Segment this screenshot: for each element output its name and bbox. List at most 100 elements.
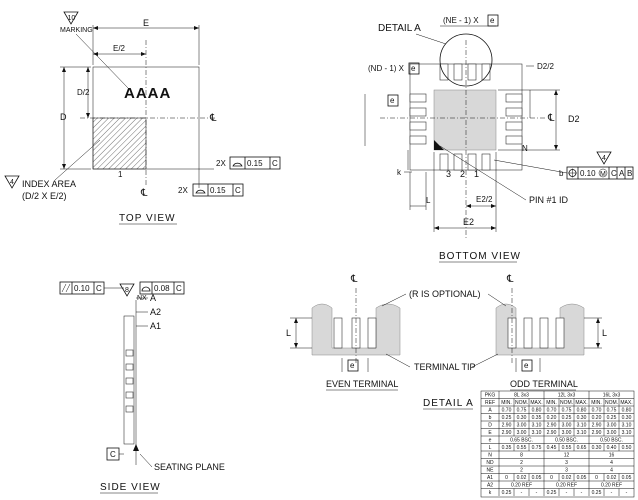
table-cell: 0.50 [622,445,632,451]
table-cell: 0.50 BSC. [555,438,578,444]
d2-label: D2 [568,114,580,124]
table-cell: 2.90 [592,430,602,436]
marking-note-num: 10 [68,15,76,22]
table-cell: 16 [609,453,615,459]
table-cell: - [566,490,568,496]
dim-e-label: E [143,18,149,28]
table-subheader: MAX. [530,400,542,406]
table-cell: 3.10 [622,423,632,429]
b-tol-ref-3: B [627,169,632,178]
e2-half-label: E2/2 [476,195,493,204]
marking-note-triangle [63,11,79,25]
table-cell: 0.20 [547,415,557,421]
table-cell: 0.50 BSC. [600,438,623,444]
table-cell: 0.75 [532,445,542,451]
ne-pitch-label: (NE - 1) X [443,16,479,25]
table-cell: 3.00 [517,430,527,436]
prof-value: 0.08 [154,284,170,293]
table-cell: 4 [610,468,613,474]
e-box-frame [387,94,399,107]
tol1-value: 0.15 [247,159,263,168]
detail-a-label: DETAIL A [378,23,421,34]
exposed-pad [433,89,497,151]
side-note-num: 8 [125,287,129,294]
tol2-value: 0.15 [210,186,226,195]
tol2-frame: 0.15 C [192,183,244,197]
b-tol-ref-2: A [619,169,625,178]
tol1-count: 2X [216,159,226,168]
side-view: 8 NX 0.10 C 0.08 C A A2 A1 C SEATI [59,281,225,494]
bottom-view-title: BOTTOM VIEW [439,251,521,262]
profile-surface-icon [195,189,206,194]
table-cell: 0.20 [592,415,602,421]
table-cell: 0 [595,475,598,481]
table-cell: 0.75 [607,408,617,414]
top-view-pin1-label: 1 [118,170,123,179]
table-row-ref: A [488,408,492,414]
table-cell: 0.35 [502,445,512,451]
table-cell: 2.90 [547,423,557,429]
marking-note-label: MARKING [60,27,93,34]
table-cell: 0.30 [622,415,632,421]
table-cell: 0.70 [592,408,602,414]
b-note-triangle [596,151,612,165]
parallel-frame: 0.10 C [59,281,105,295]
table-cell: 0.80 [532,408,542,414]
marking-text: AAAA [124,85,171,102]
table-cell: 3.00 [562,430,572,436]
table-cell: 0.20 REF [601,483,622,489]
table-cell: 0.05 [532,475,542,481]
profile-surface-icon [232,162,243,167]
index-area-label: INDEX AREA [22,179,76,189]
table-ref-label: REF [485,400,495,406]
detail-e-2: e [524,361,529,370]
table-cell: 0.75 [517,408,527,414]
profile-surface-icon [141,286,151,292]
table-cell: 0 [550,475,553,481]
table-cell: 0.40 [607,445,617,451]
table-cell: 0.55 [517,445,527,451]
table-row-ref: A1 [487,475,493,481]
dim-e2-label: E/2 [113,44,126,53]
table-cell: - [611,490,613,496]
dim-a2-label: A2 [150,307,161,317]
table-cell: 3.00 [607,430,617,436]
table-cell: 2.90 [547,430,557,436]
table-subheader: MIN. [546,400,557,406]
k-label: k [397,168,402,177]
table-cell: 0.25 [607,415,617,421]
nd-pitch-label: (ND - 1) X [368,64,405,73]
top-view: E E/2 D D/2 AAAA 10 MARKING ℄ ℄ 1 4 INDE… [4,11,281,225]
table-cell: 0.05 [577,475,587,481]
terminal-tip-note: TERMINAL TIP [414,362,476,372]
table-cell: 0.45 [547,445,557,451]
table-cell: 3.10 [577,423,587,429]
table-cell: 0.25 [562,415,572,421]
r-optional-note: (R IS OPTIONAL) [409,289,481,299]
tol2-ref: C [235,186,241,195]
table-group-header: 8L 3x3 [514,393,529,399]
par-ref: C [96,284,102,293]
table-cell: 3.00 [517,423,527,429]
detail-l-2: L [602,328,607,338]
table-subheader: NOM. [515,400,528,406]
table-cell: 2 [520,460,523,466]
table-subheader: NOM. [560,400,573,406]
table-cell: 0.65 BSC. [510,438,533,444]
par-value: 0.10 [74,284,90,293]
detail-l-1: L [286,328,291,338]
table-cell: 2.90 [592,423,602,429]
bottom-view-cl-h: ℄ [547,113,555,124]
table-subheader: MIN. [501,400,512,406]
table-row-ref: e [489,438,492,444]
b-note-num: 4 [602,155,606,162]
table-cell: - [521,490,523,496]
pin-1: 1 [474,169,479,179]
pin-2: 2 [460,169,465,179]
table-cell: 3.10 [532,423,542,429]
table-cell: 0.65 [577,445,587,451]
table-row-ref: k [489,490,492,496]
table-cell: 0.25 [547,490,557,496]
table-group-header: 16L 3x3 [603,393,621,399]
